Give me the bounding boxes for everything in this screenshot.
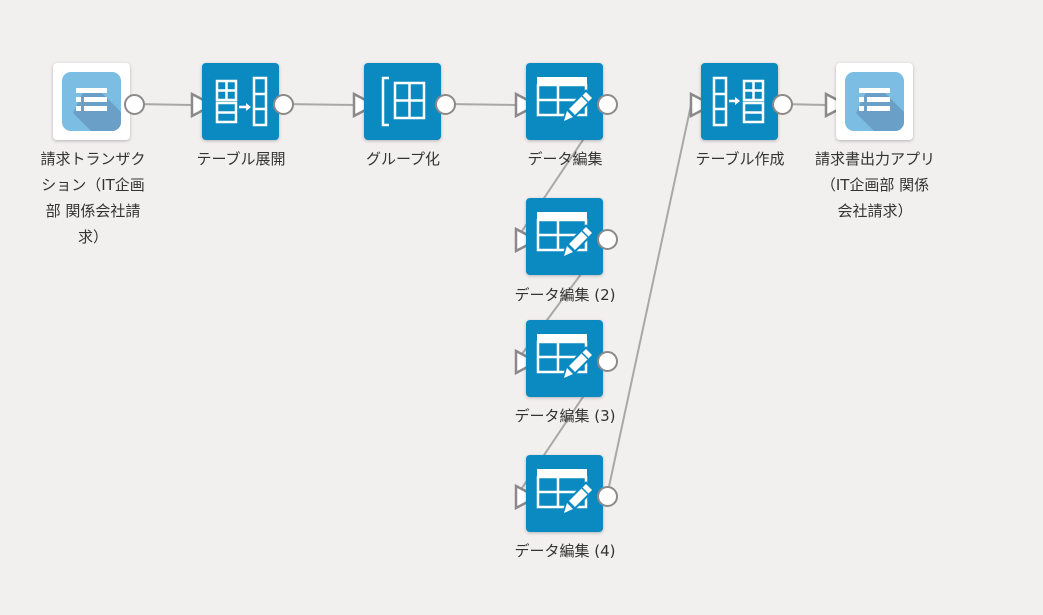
node-table-create[interactable] [701,63,778,140]
list-app-icon [62,72,121,131]
output-port[interactable] [273,94,294,115]
output-port[interactable] [124,94,145,115]
node-data-edit-3[interactable] [526,320,603,397]
node-label: 請求書出力アプリ（IT企画部 関係会社請求） [814,150,935,220]
node-table-expand[interactable] [202,63,279,140]
node-label: グループ化 [365,150,441,168]
data-edit-icon [536,212,595,261]
output-port[interactable] [597,94,618,115]
node-label: データ編集 (4) [514,542,616,560]
output-port[interactable] [435,94,456,115]
node-label: データ編集 [527,150,603,168]
table-expand-icon [215,76,268,127]
node-data-edit[interactable] [526,63,603,140]
node-group[interactable] [364,63,441,140]
node-data-edit-2[interactable] [526,198,603,275]
node-label: データ編集 (3) [514,407,616,425]
node-data-edit-4[interactable] [526,455,603,532]
data-edit-icon [536,77,595,126]
node-label: テーブル展開 [196,150,286,168]
group-icon [381,76,426,127]
node-billing-transaction-app[interactable] [53,63,130,140]
list-app-icon [845,72,904,131]
node-label: テーブル作成 [695,150,785,168]
output-port[interactable] [597,486,618,507]
node-label: 請求トランザクション（IT企画部 関係会社請求） [40,150,146,246]
output-port[interactable] [597,229,618,250]
node-label: データ編集 (2) [514,286,616,304]
node-invoice-output-app[interactable] [836,63,913,140]
output-port[interactable] [772,94,793,115]
table-create-icon [712,76,765,127]
output-port[interactable] [597,351,618,372]
data-edit-icon [536,469,595,518]
data-edit-icon [536,334,595,383]
